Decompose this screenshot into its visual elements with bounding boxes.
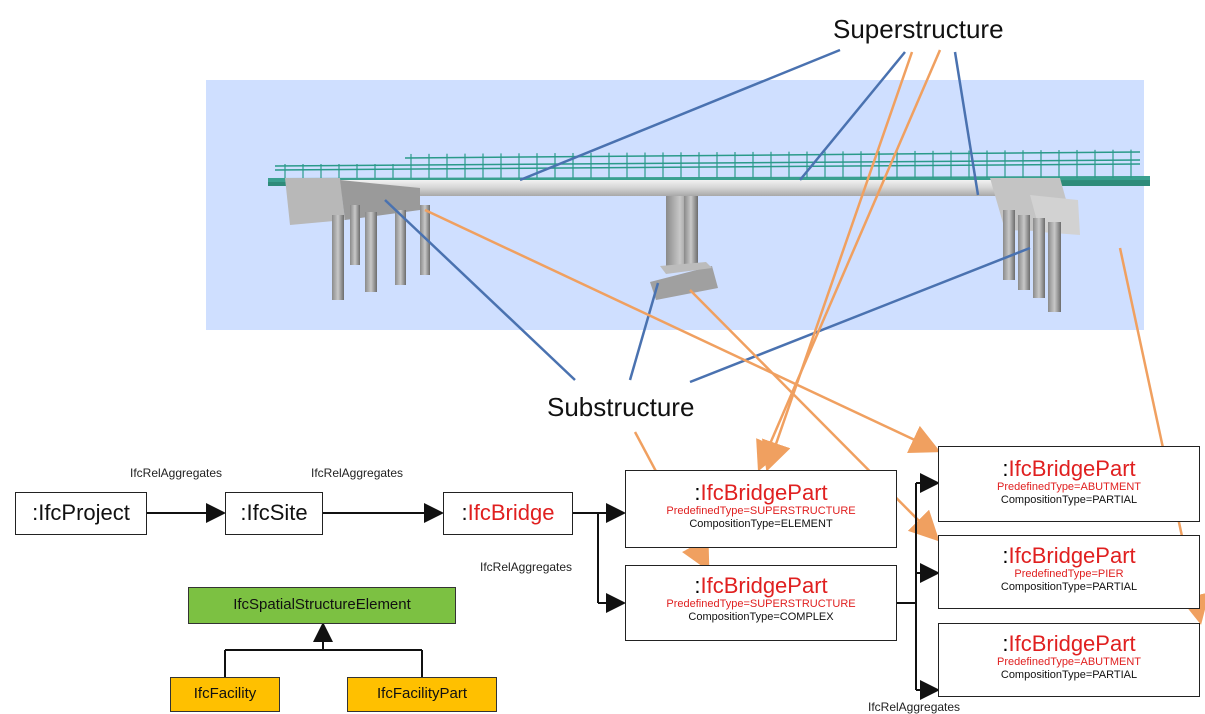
part-name: IfcBridgePart: [700, 573, 828, 598]
part-name: IfcBridgePart: [1008, 456, 1136, 481]
part-predefined-type: PredefinedType=ABUTMENT: [997, 481, 1141, 493]
part-composition-type: CompositionType=PARTIAL: [1000, 669, 1138, 681]
relation-label-site-bridge: IfcRelAggregates: [311, 466, 404, 480]
part-prefix: :: [694, 480, 701, 505]
ifc-facility-box: IfcFacility: [170, 677, 280, 712]
relation-label-project-site: IfcRelAggregates: [130, 466, 223, 480]
ifc-project-label: :IfcProject: [32, 500, 130, 525]
part-composition-type: CompositionType=ELEMENT: [689, 518, 833, 530]
part-predefined-type: PredefinedType=SUPERSTRUCTURE: [666, 505, 856, 517]
ifc-project-node: :IfcProject: [15, 492, 147, 535]
relation-label-complex-parts: IfcRelAggregates: [868, 700, 961, 714]
part-prefix: :: [1002, 543, 1009, 568]
ifc-bridge-label: IfcBridge: [467, 500, 555, 525]
superstructure-label: Superstructure: [833, 14, 1004, 44]
ifc-spatial-structure-element-box: IfcSpatialStructureElement: [188, 587, 456, 624]
part-composition-type: CompositionType=PARTIAL: [1000, 581, 1138, 593]
part-name: IfcBridgePart: [700, 480, 828, 505]
part-predefined-type: PredefinedType=PIER: [1014, 568, 1124, 580]
ifc-site-node: :IfcSite: [225, 492, 323, 535]
substructure-label: Substructure: [547, 392, 695, 422]
blue-pointer-lines: [384, 48, 1031, 384]
part-prefix: :: [1002, 456, 1009, 481]
ifc-bridge-prefix: :: [461, 500, 468, 525]
ifc-site-label: :IfcSite: [240, 500, 308, 525]
bridge-part-superstructure-element: :IfcBridgePart PredefinedType=SUPERSTRUC…: [625, 470, 897, 548]
bridge-part-superstructure-complex: :IfcBridgePart PredefinedType=SUPERSTRUC…: [625, 565, 897, 641]
part-composition-type: CompositionType=PARTIAL: [1000, 494, 1138, 506]
ifc-facility-part-box: IfcFacilityPart: [347, 677, 497, 712]
part-predefined-type: PredefinedType=ABUTMENT: [997, 656, 1141, 668]
part-composition-type: CompositionType=COMPLEX: [688, 611, 834, 623]
part-predefined-type: PredefinedType=SUPERSTRUCTURE: [666, 598, 856, 610]
relation-label-bridge-parts: IfcRelAggregates: [480, 560, 573, 574]
bridge-part-pier: :IfcBridgePart PredefinedType=PIER Compo…: [938, 535, 1200, 609]
part-prefix: :: [694, 573, 701, 598]
bridge-part-abutment-left: :IfcBridgePart PredefinedType=ABUTMENT C…: [938, 446, 1200, 522]
part-prefix: :: [1002, 631, 1009, 656]
bridge-part-abutment-right: :IfcBridgePart PredefinedType=ABUTMENT C…: [938, 623, 1200, 697]
part-name: IfcBridgePart: [1008, 631, 1136, 656]
relation-arrows: [147, 473, 940, 700]
bridge-render: [268, 149, 1150, 312]
ifc-bridge-node: :IfcBridge: [443, 492, 573, 535]
part-name: IfcBridgePart: [1008, 543, 1136, 568]
